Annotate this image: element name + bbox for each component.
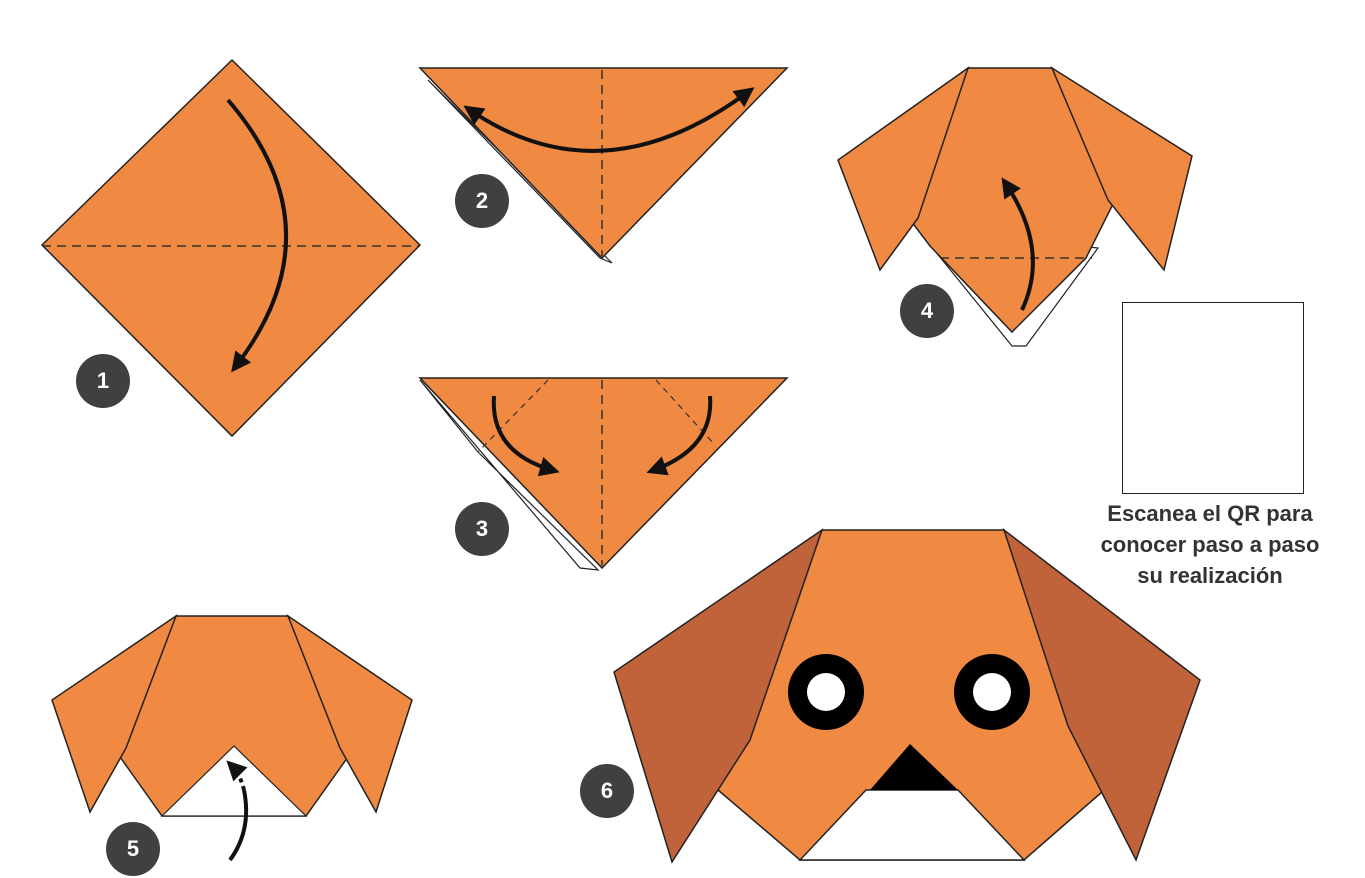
step-5-head: [52, 616, 412, 860]
qr-caption: Escanea el QR para conocer paso a paso s…: [1055, 498, 1365, 591]
qr-caption-line-3: su realización: [1055, 560, 1365, 591]
step-badge-1: 1: [76, 354, 130, 408]
qr-caption-line-1: Escanea el QR para: [1055, 498, 1365, 529]
step-2-triangle: [420, 68, 787, 263]
step-badge-4: 4: [900, 284, 954, 338]
step-badge-3: 3: [455, 502, 509, 556]
qr-code-frame[interactable]: [1122, 302, 1304, 494]
step-badge-5: 5: [106, 822, 160, 876]
step-badge-2: 2: [455, 174, 509, 228]
qr-caption-line-2: conocer paso a paso: [1055, 529, 1365, 560]
step-badge-6: 6: [580, 764, 634, 818]
